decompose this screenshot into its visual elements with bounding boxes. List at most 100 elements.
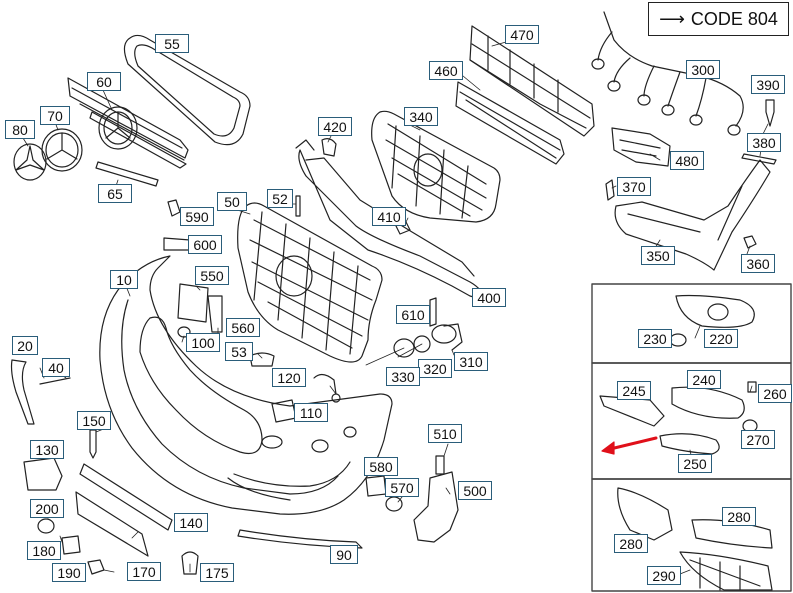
- clip-420: [321, 138, 337, 157]
- pin-52: [295, 195, 301, 217]
- module-480: [611, 127, 671, 167]
- callout-560: 560: [226, 318, 260, 337]
- callout-470: 470: [505, 25, 539, 44]
- callout-40: 40: [42, 358, 70, 377]
- callout-175: 175: [200, 563, 234, 582]
- screw-150: [89, 429, 97, 459]
- cover-110: [271, 399, 297, 423]
- callout-140: 140: [174, 513, 208, 532]
- callout-370: 370: [617, 177, 651, 196]
- side-panel-frames: [591, 283, 792, 592]
- reinforcement-470: [469, 25, 595, 137]
- plug-175: [181, 551, 199, 575]
- callout-610: 610: [396, 305, 430, 324]
- callout-390: 390: [751, 75, 785, 94]
- callout-65: 65: [98, 184, 132, 203]
- bracket-350: [614, 159, 771, 271]
- callout-340: 340: [404, 107, 438, 126]
- callout-410: 410: [372, 207, 406, 226]
- callout-10: 10: [110, 270, 138, 289]
- strip-380: [741, 153, 777, 165]
- pin-360: [743, 235, 757, 249]
- callout-350: 350: [641, 246, 675, 265]
- strip-90: [237, 529, 363, 549]
- callout-80: 80: [5, 120, 35, 139]
- callout-600: 600: [188, 235, 222, 254]
- grille-50: [237, 202, 383, 363]
- callout-170: 170: [127, 562, 161, 581]
- callout-150: 150: [77, 411, 111, 430]
- wiring-harness-300: [591, 11, 744, 136]
- callout-53: 53: [225, 342, 253, 361]
- screw-390: [765, 99, 775, 127]
- pin-510: [435, 455, 445, 475]
- callout-380: 380: [747, 133, 781, 152]
- code-804-box: ⟶ CODE 804: [648, 2, 789, 36]
- star-emblem-80: [13, 143, 47, 181]
- callout-240: 240: [687, 370, 721, 389]
- callout-70: 70: [40, 106, 70, 125]
- callout-260: 260: [758, 384, 792, 403]
- callout-360: 360: [741, 254, 775, 273]
- callout-200: 200: [30, 499, 64, 518]
- callout-110: 110: [294, 403, 328, 422]
- arrow-right-icon: ⟶: [659, 8, 685, 29]
- bracket-600: [163, 237, 191, 251]
- clip-180: [61, 535, 81, 555]
- callout-320: 320: [418, 359, 452, 378]
- star-emblem-70: [41, 128, 83, 172]
- bracket-560: [207, 295, 223, 333]
- strip-65: [95, 161, 159, 187]
- callout-280-left: 280: [614, 534, 648, 553]
- drl-parts: [599, 381, 758, 455]
- callout-230: 230: [638, 329, 672, 348]
- callout-130: 130: [30, 440, 64, 459]
- callout-550: 550: [195, 266, 229, 285]
- callout-580: 580: [364, 457, 398, 476]
- panel-170: [75, 491, 149, 557]
- module-550: [177, 283, 209, 323]
- callout-290: 290: [647, 566, 681, 585]
- callout-250: 250: [678, 454, 712, 473]
- callout-180: 180: [27, 541, 61, 560]
- callout-60: 60: [87, 72, 121, 91]
- absorber-460: [455, 81, 565, 165]
- wire-40: [39, 377, 71, 385]
- callout-420: 420: [318, 117, 352, 136]
- bracket-500: [413, 471, 459, 543]
- insert-grille-340: [371, 110, 501, 223]
- callout-480: 480: [670, 151, 704, 170]
- callout-400: 400: [472, 288, 506, 307]
- callout-55: 55: [155, 34, 189, 53]
- clip-370: [605, 179, 615, 201]
- callout-300: 300: [686, 60, 720, 79]
- screw-590: [167, 199, 181, 217]
- grille-60: [67, 77, 189, 169]
- bottom-grille-parts: [617, 487, 773, 591]
- callout-510: 510: [428, 424, 462, 443]
- bumper-cover-10: [99, 255, 393, 515]
- callout-220: 220: [704, 329, 738, 348]
- callout-245: 245: [617, 381, 651, 400]
- callout-460: 460: [429, 61, 463, 80]
- callout-270: 270: [741, 430, 775, 449]
- callout-500: 500: [458, 481, 492, 500]
- callout-330: 330: [386, 367, 420, 386]
- callout-50: 50: [217, 192, 247, 211]
- screw-190: [87, 559, 105, 575]
- callout-120: 120: [272, 368, 306, 387]
- cap-53: [249, 352, 275, 367]
- callout-310: 310: [454, 352, 488, 371]
- callout-190: 190: [52, 563, 86, 582]
- nut-570: [385, 496, 403, 512]
- callout-280-right: 280: [722, 507, 756, 526]
- pointer-arrow-head: [601, 441, 615, 455]
- grommet-200: [37, 518, 55, 534]
- callout-570: 570: [385, 478, 419, 497]
- strip-140: [79, 463, 173, 531]
- callout-20: 20: [12, 336, 38, 355]
- callout-52: 52: [267, 189, 293, 208]
- bracket-130: [23, 457, 63, 491]
- callout-90: 90: [330, 545, 358, 564]
